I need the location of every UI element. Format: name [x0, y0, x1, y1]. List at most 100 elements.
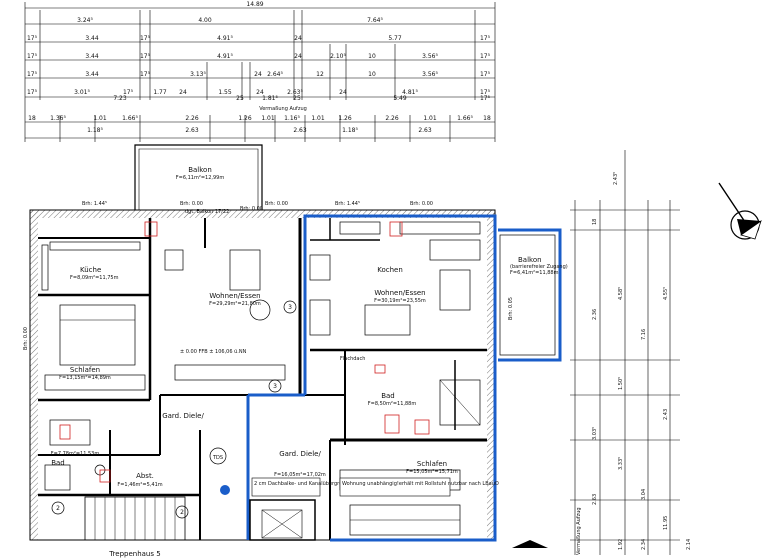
balcony-right: Balkon (barrierefreier Zugang) F=6,41m²=…: [499, 234, 568, 356]
tds-note: TDS 2 cm Dachbalke- und Kanalübergreifen…: [209, 447, 499, 497]
dim-4-5: 24: [254, 71, 262, 78]
balkon-right-sub: (barrierefreier Zugang): [510, 264, 568, 270]
dim-2-3: 17⁵: [140, 35, 151, 42]
inner-walls-right: [255, 218, 487, 540]
dim-4-8: 10: [368, 71, 376, 78]
section-markers: 3 3 2 2: [51, 300, 548, 548]
dim-5-9: 24: [339, 89, 347, 96]
dim-2-5: 24: [294, 35, 302, 42]
rdim-13: 2.63: [592, 494, 598, 505]
inner-walls-left: [38, 218, 302, 540]
dim-8-1: 1.18⁵: [87, 127, 103, 134]
balkon-right-name: Balkon: [518, 256, 542, 264]
dim-3-4: 4.91⁵: [217, 53, 233, 60]
north-arrow-icon: [718, 182, 762, 240]
rdim-4: 7.16: [641, 329, 647, 340]
dim-3-9: 17⁵: [480, 53, 491, 60]
furniture-left: [41, 241, 286, 491]
section-num-3b: 3: [273, 383, 277, 390]
dim-8-2: 2.63: [185, 127, 199, 134]
rdim-5: 4.55⁵: [663, 287, 669, 300]
dim-7-11: 2.26: [385, 115, 399, 122]
dim-5-6: 1.55: [218, 89, 232, 96]
gard-right-name: Gard. Diele/: [279, 450, 321, 458]
dim-1-1: 3.24⁵: [77, 17, 93, 24]
dim-7-13: 1.66⁵: [457, 115, 473, 122]
dim-7-6: 1.26: [238, 115, 252, 122]
dim-5-7: 24: [256, 89, 264, 96]
dim-6-6: 17⁵: [480, 95, 491, 102]
dim-1-2: 4.00: [198, 17, 212, 24]
schlafen-right-name: Schlafen: [417, 460, 447, 468]
dim-5-1: 17⁵: [27, 89, 38, 96]
rdim-3: 2.36: [592, 309, 598, 320]
abst-name: Abst.: [136, 472, 154, 480]
balkon-top-name: Balkon: [188, 166, 212, 174]
dim-aufzug-note: Vermaßung Aufzug: [259, 106, 307, 112]
dim-6-4: 25: [293, 95, 301, 102]
mietwohnung-note: Wohnung unabhängig!erhält mit Rollstuhl …: [342, 481, 499, 487]
fussboden-level: ± 0.00 FFB ± 106,06 ü.NN: [180, 349, 247, 355]
dim-5-10: 4.81⁵: [402, 89, 418, 96]
window-labels: Brh: 1.44⁵ Brh: 0.00 Brh: 0.00 Brh: 1.44…: [23, 201, 514, 362]
dim-8-4: 1.18⁵: [342, 127, 358, 134]
dim-5-8: 2.63⁵: [287, 89, 303, 96]
rdim-0: 2.43⁵: [613, 172, 619, 185]
right-dimension-chains: 2.43⁵ 18 4.58⁵ 2.36 7.16 4.55⁵ 1.50⁵ 3.0…: [570, 150, 692, 555]
dgt-balkon: dgt. Balkon 17/22: [185, 209, 229, 215]
schlafen-left-area: F=13,15m²=14,89m: [59, 375, 111, 381]
balcony-top: Balkon F=6,11m²=12,99m: [134, 144, 263, 210]
dim-7-1: 18: [28, 115, 36, 122]
top-dimension-chains: 14.89 3.24⁵ 4.00 7.64⁵ 17⁵ 3.44 17⁵ 4.91…: [24, 1, 496, 142]
bad-left-area: F=7,78m²=11,53m: [51, 451, 100, 457]
dim-3-7: 10: [368, 53, 376, 60]
dim-4-10: 17⁵: [480, 71, 491, 78]
dim-2-4: 4.91⁵: [217, 35, 233, 42]
rdim-8: 3.33⁵: [618, 457, 624, 470]
section-num-2b: 2: [180, 509, 184, 516]
dim-3-2: 3.44: [85, 53, 99, 60]
wohnen-left-area: F=29,29m²=21,80m: [209, 301, 261, 307]
dim-7-8: 1.16⁵: [284, 115, 300, 122]
treppenhaus-label: Treppenhaus 5: [108, 550, 160, 558]
dim-4-7: 12: [316, 71, 324, 78]
dim-5-11: 17⁵: [480, 89, 491, 96]
dim-7-7: 1.01: [261, 115, 275, 122]
dim-2-2: 3.44: [85, 35, 99, 42]
dim-3-1: 17⁵: [27, 53, 38, 60]
dim-3-8: 3.56⁵: [422, 53, 438, 60]
section-marker-icon: [283, 300, 297, 314]
brh-000-d: Brh: 0.00: [410, 201, 433, 207]
section-num-3a: 3: [288, 304, 292, 311]
dim-4-1: 17⁵: [27, 71, 38, 78]
schlafen-right-area: F=15,05m²=15,71m: [406, 469, 458, 475]
brh-144-right: Brh: 1.44⁵: [335, 201, 360, 207]
rdim-7: 3.03⁵: [592, 427, 598, 440]
brh-000-c: Brh: 0.00: [240, 206, 263, 212]
rdim-12: 2.14: [686, 539, 692, 550]
dim-6-3: 1.81⁵: [262, 95, 278, 102]
dim-3-5: 24: [294, 53, 302, 60]
dim-total: 14.89: [246, 1, 263, 8]
rdim-1: 18: [592, 219, 598, 225]
bad-right-area: F=8,50m²=11,88m: [368, 401, 417, 407]
dim-4-4: 3.13⁵: [190, 71, 206, 78]
brh-000-a: Brh: 0.00: [180, 201, 203, 207]
tds-note-text: 2 cm Dachbalke- und Kanalübergreifend: [254, 481, 355, 487]
section-num-2a: 2: [56, 505, 60, 512]
flachdach-label: Flachdach: [340, 356, 365, 362]
brh-right-side: Brh: 0.05: [508, 297, 514, 320]
kueche-area: F=8,09m²=11,75m: [70, 275, 119, 281]
accessible-apartment-outline: [246, 214, 562, 542]
kochen-name: Kochen: [377, 266, 403, 274]
vermassung-aufzug-right: Vermaßung Aufzug: [576, 507, 582, 555]
rdim-9: 2.43: [663, 409, 669, 420]
rdim-11: 11.95: [663, 516, 669, 530]
tds-circle-label: TDS: [212, 455, 223, 461]
dim-3-6: 2.10⁵: [330, 53, 346, 60]
section-marker-icon: [268, 379, 282, 393]
gard-left-name: Gard. Diele/: [162, 412, 204, 420]
rdim-15: 2.34: [641, 539, 647, 550]
installation-markers: [59, 221, 430, 483]
dim-7-9: 1.01: [311, 115, 325, 122]
